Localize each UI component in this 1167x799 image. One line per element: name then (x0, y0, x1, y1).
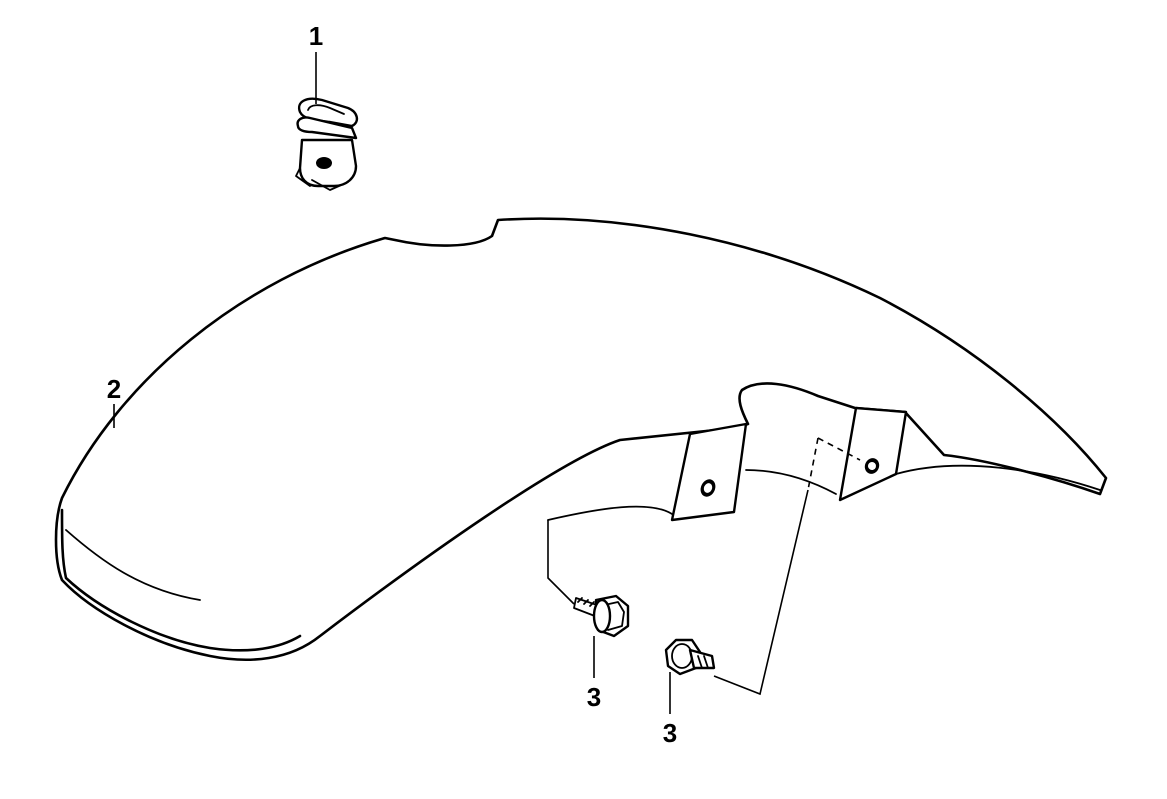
callout-bolt-front: 3 (586, 682, 602, 712)
callout-clip: 1 (308, 21, 324, 51)
bolt-front-part (573, 594, 630, 638)
hidden-line (807, 437, 819, 491)
bolt-rear-upper-leader (713, 489, 809, 696)
bolt-rear-part (664, 638, 716, 676)
hidden-line (817, 437, 861, 461)
bolt-front-upper-leader (547, 520, 575, 605)
callout-fender: 2 (106, 374, 122, 404)
callout-bolt-rear: 3 (662, 718, 678, 748)
clip-part (295, 97, 359, 191)
fender-part (54, 217, 1108, 662)
